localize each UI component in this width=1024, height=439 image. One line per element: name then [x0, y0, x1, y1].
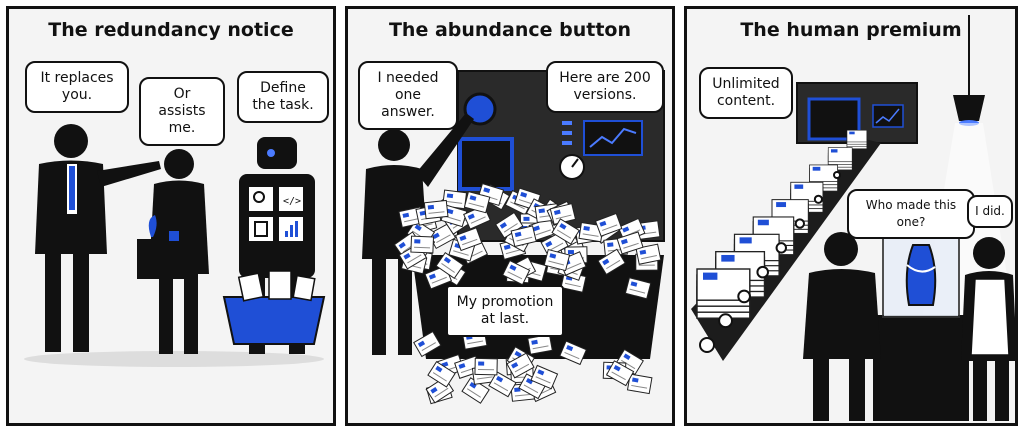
artisan-figure	[961, 237, 1015, 421]
bubble-line: Here are 200	[559, 70, 651, 86]
speech-bubble-machine: Unlimited content.	[699, 67, 793, 119]
viewer-figure	[803, 232, 881, 421]
bin-sign: My promotion at last.	[446, 285, 564, 337]
paper-sheet	[488, 371, 517, 398]
paper-sheet	[423, 199, 449, 220]
bubble-line: the task.	[252, 97, 314, 113]
conveyor-roller	[813, 194, 824, 204]
paper-sheet	[506, 352, 535, 379]
bubble-line: Unlimited	[712, 76, 780, 92]
conveyor-roller	[756, 265, 770, 279]
bubble-line: content.	[716, 93, 776, 109]
paper-sheet	[435, 251, 465, 280]
paper-sheet	[626, 373, 653, 395]
paper-sheet	[615, 348, 644, 376]
paper-sheet	[635, 243, 662, 265]
speech-bubble-machine: Here are 200 versions.	[546, 61, 664, 113]
panel-title: The redundancy notice	[48, 19, 294, 41]
svg-text:</>: </>	[283, 196, 301, 207]
sign-line: My promotion	[456, 294, 554, 310]
content-stack	[827, 147, 853, 171]
paper-sheet	[427, 360, 456, 388]
panel-title: The human premium	[740, 19, 962, 41]
paper-sheet	[442, 189, 468, 210]
paper-sheet	[413, 330, 442, 358]
robot-figure: </>	[222, 137, 326, 354]
panel-human-premium: The human premium Unlimited content. Who…	[684, 6, 1018, 426]
worker-figure	[137, 149, 209, 354]
paper-sheet	[624, 277, 652, 300]
speech-bubble-worker: Or assists me.	[139, 77, 225, 146]
paper-sheet	[474, 357, 498, 376]
bubble-line: one answer.	[381, 87, 435, 120]
content-stack	[846, 129, 868, 149]
panel-abundance-button: The abundance button I needed one answer…	[345, 6, 675, 426]
conveyor-roller	[775, 242, 787, 254]
paper-sheet	[605, 360, 635, 387]
panel-3-illustration	[691, 15, 1015, 421]
paper-sheet	[616, 231, 644, 255]
bubble-line: It replaces	[40, 70, 114, 86]
paper-pile	[393, 183, 662, 405]
pedestal	[873, 315, 969, 421]
speech-bubble-viewer: Who made this one?	[847, 189, 975, 239]
paper-sheet	[410, 235, 435, 254]
conveyor-roller	[833, 171, 841, 179]
conveyor-roller	[794, 218, 805, 229]
speech-bubble-manager: It replaces you.	[25, 61, 129, 113]
paper-sheet	[551, 218, 580, 245]
panel-1-illustration: </>	[24, 124, 326, 367]
speech-bubble-artisan: I did.	[967, 195, 1013, 228]
conveyor-roller	[737, 289, 751, 304]
conveyor-roller	[718, 313, 734, 329]
panel-title: The abundance button	[388, 19, 632, 41]
speech-bubble-robot: Define the task.	[237, 71, 329, 123]
panel-redundancy-notice: </> The redundancy notice It replaces yo…	[6, 6, 336, 426]
sign-line: at last.	[480, 311, 530, 327]
bubble-line: versions.	[573, 87, 637, 103]
bubble-line: you.	[61, 87, 93, 103]
paper-sheet	[454, 227, 483, 252]
bubble-line: Or assists	[158, 86, 206, 119]
paper-sheet	[527, 333, 553, 355]
paper-sheet	[559, 340, 587, 366]
bubble-line: Who made this one?	[865, 198, 957, 229]
paper-sheet	[427, 223, 457, 250]
speech-bubble-requester: I needed one answer.	[358, 61, 458, 130]
paper-sheet	[463, 191, 491, 214]
paper-sheet	[530, 364, 559, 390]
bubble-line: me.	[168, 120, 196, 136]
bubble-line: I needed	[377, 70, 439, 86]
manager-figure	[35, 124, 161, 352]
bubble-line: I did.	[975, 204, 1005, 218]
paper-sheet	[594, 212, 623, 237]
paper-sheet	[510, 225, 537, 248]
paper-sheet	[543, 248, 571, 272]
conveyor-roller	[699, 337, 715, 353]
paper-sheet	[578, 221, 604, 243]
lamp-icon	[953, 95, 985, 121]
vase-icon	[905, 244, 937, 306]
abundance-button-icon	[463, 92, 497, 126]
bubble-line: Define	[260, 80, 306, 96]
paper-sheet	[502, 259, 531, 286]
paper-sheet	[597, 248, 626, 276]
